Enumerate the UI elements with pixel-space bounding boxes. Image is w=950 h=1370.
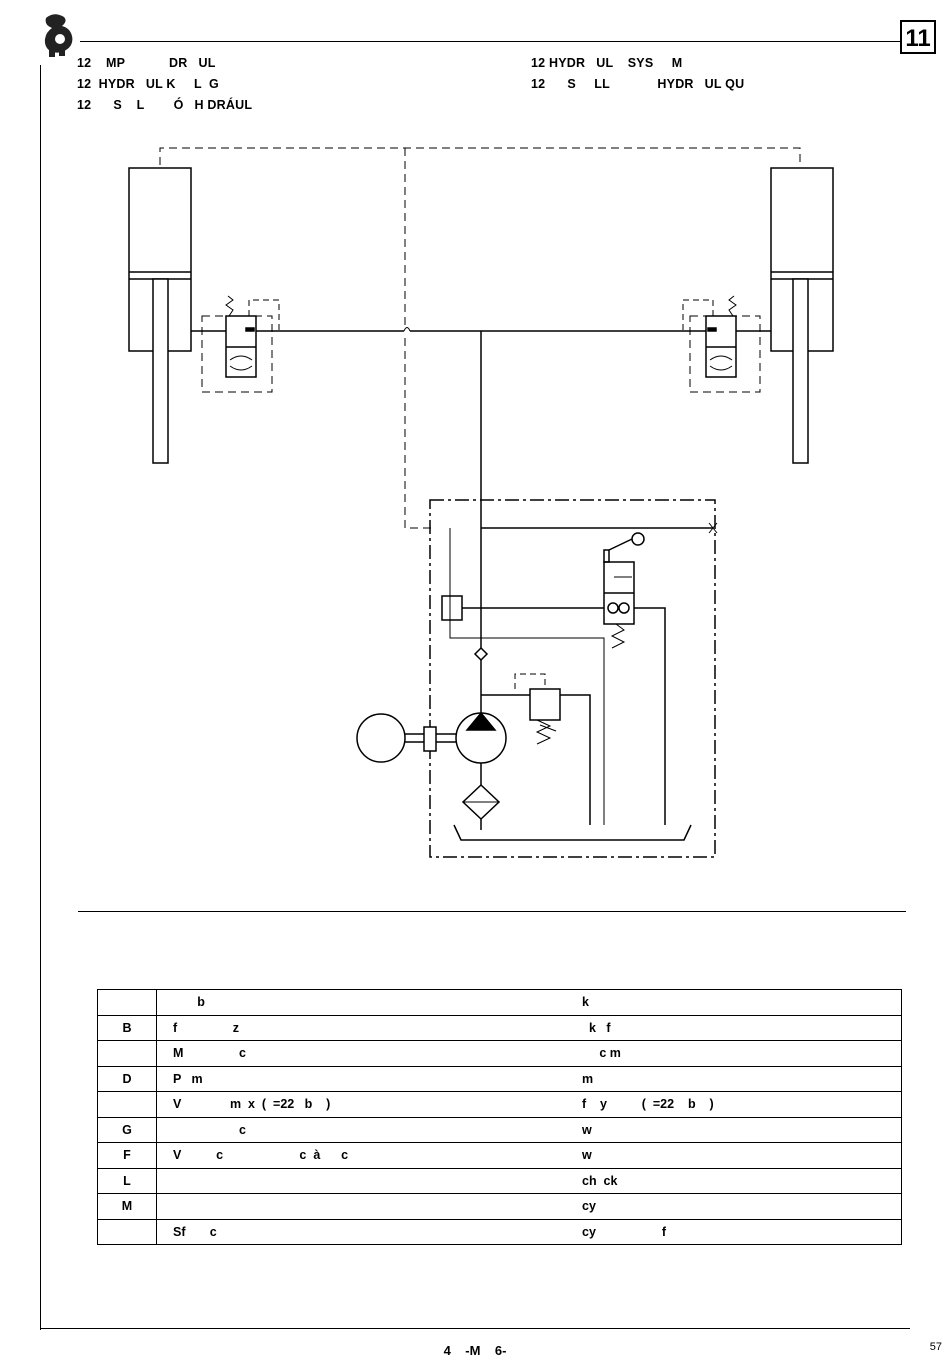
document-code: 4 -M 6-	[443, 1343, 507, 1358]
mascot-logo-icon	[40, 12, 78, 58]
page-number: 57	[929, 1341, 942, 1353]
title-left-1: 12 MP DR UL	[77, 56, 216, 70]
legend-text-primary: Sf c	[173, 1224, 217, 1239]
title-left-2: 12 HYDR UL K L G	[77, 77, 219, 91]
title-right-1: 12 HYDR UL SYS M	[531, 56, 683, 70]
left-margin-rule	[40, 65, 41, 1330]
section-separator	[78, 911, 906, 912]
right-lift-cylinder	[770, 167, 834, 464]
legend-text-secondary: m	[582, 1071, 594, 1086]
legend-code: D	[97, 1065, 157, 1092]
left-flow-valve	[201, 295, 280, 393]
legend-row: M c c m	[97, 1040, 902, 1067]
hydraulic-pump	[455, 711, 507, 764]
legend-code	[97, 1091, 157, 1118]
legend-text-secondary: cy f	[582, 1224, 667, 1239]
legend-text-secondary: c m	[582, 1046, 621, 1060]
legend-text-primary: M c	[173, 1046, 246, 1060]
left-lift-cylinder	[128, 167, 192, 464]
legend-description: V m x ( =22 b ) f y ( =22 b )	[156, 1091, 902, 1118]
legend-text-secondary: ch ck	[582, 1173, 618, 1188]
legend-text-primary: b	[173, 995, 205, 1009]
legend-code: M	[97, 1193, 157, 1220]
legend-row: Sf c cy f	[97, 1218, 902, 1245]
legend-code	[97, 1218, 157, 1245]
title-left-3: 12 S L Ó H DRÁUL	[77, 98, 253, 112]
legend-text-primary: P m	[173, 1071, 203, 1086]
legend-text-secondary: k	[582, 995, 589, 1009]
legend-text-secondary: k f	[582, 1020, 611, 1035]
legend-description: ch ck	[156, 1167, 902, 1194]
legend-text-secondary: f y ( =22 b )	[582, 1097, 714, 1111]
legend-row: V m x ( =22 b ) f y ( =22 b )	[97, 1091, 902, 1118]
legend-description: Sf c cy f	[156, 1218, 902, 1245]
legend-text-secondary: w	[582, 1122, 592, 1137]
right-flow-valve	[682, 295, 761, 393]
legend-text-secondary: w	[582, 1148, 592, 1162]
legend-text-primary: c	[173, 1122, 246, 1137]
hydraulic-circuit-diagram	[128, 147, 834, 858]
header-rule	[80, 41, 900, 42]
legend-text-primary: V c c à c	[173, 1148, 349, 1162]
legend-description: cy	[156, 1193, 902, 1220]
title-right-2: 12 S LL HYDR UL QU	[531, 77, 745, 91]
pressure-relief-valve	[514, 673, 561, 745]
legend-code	[97, 989, 157, 1016]
legend-text-primary: V m x ( =22 b )	[173, 1097, 331, 1111]
legend-text-primary: f z	[173, 1020, 239, 1035]
legend-description: f z k f	[156, 1014, 902, 1041]
legend-code: B	[97, 1014, 157, 1041]
legend-code: F	[97, 1142, 157, 1169]
legend-description: M c c m	[156, 1040, 902, 1067]
solenoid-lowering-valve	[603, 532, 645, 649]
legend-code: L	[97, 1167, 157, 1194]
legend-code: G	[97, 1116, 157, 1143]
bottom-rule	[40, 1328, 910, 1329]
oil-tank	[453, 824, 692, 841]
legend-text-secondary: cy	[582, 1199, 596, 1213]
section-number-box: 11	[900, 20, 936, 54]
suction-filter	[461, 783, 501, 821]
legend-code	[97, 1040, 157, 1067]
electric-motor	[356, 713, 406, 763]
